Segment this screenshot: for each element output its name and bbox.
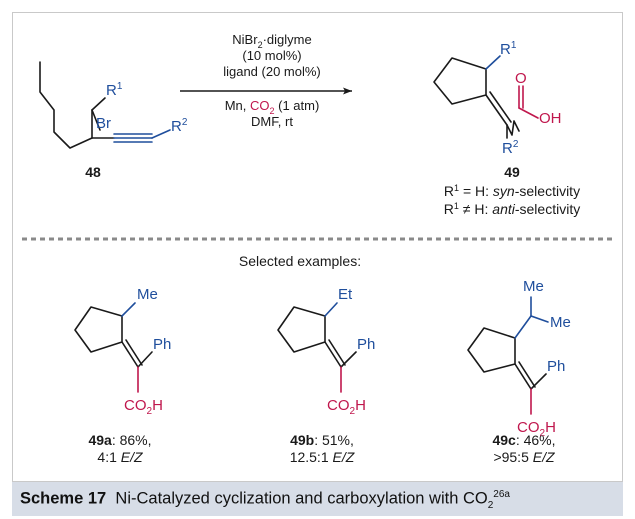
caption-subscript: 2 [487, 499, 494, 511]
caption-scheme-label: Scheme 17 [20, 489, 107, 508]
svg-text:49a: 86%,: 49a: 86%, [88, 432, 151, 448]
svg-text:49c: 46%,: 49c: 46%, [492, 432, 555, 448]
svg-text:Mn, CO2 (1 atm): Mn, CO2 (1 atm) [225, 98, 320, 116]
svg-text:Ph: Ph [153, 336, 171, 353]
svg-text:CO2H: CO2H [517, 419, 556, 439]
svg-text:Me: Me [523, 278, 544, 295]
reactant-compound-number: 48 [85, 164, 101, 180]
svg-text:>95:5 E/Z: >95:5 E/Z [493, 449, 555, 465]
svg-text:CO2H: CO2H [124, 397, 163, 417]
product-r1-label: R1 [500, 40, 517, 58]
scheme-frame [12, 12, 623, 482]
caption-bar [12, 482, 623, 516]
product-compound-number: 49 [504, 164, 520, 180]
svg-text:Me: Me [137, 286, 158, 303]
svg-text:NiBr2·diglyme: NiBr2·diglyme [232, 32, 311, 50]
svg-text:Ph: Ph [547, 358, 565, 375]
caption-reference: 26a [493, 489, 510, 500]
scheme-caption: Scheme 17 Ni-Catalyzed cyclization and c… [20, 489, 510, 511]
example-49b: Et Ph CO2H 49b: 51%, 12.5:1 E/Z [277, 286, 375, 465]
svg-text:(10 mol%): (10 mol%) [242, 48, 301, 63]
svg-text:ligand (20 mol%): ligand (20 mol%) [223, 64, 321, 79]
reactant-r1-label: R1 [106, 81, 123, 99]
svg-text:CO2H: CO2H [327, 397, 366, 417]
svg-text:4:1 E/Z: 4:1 E/Z [97, 449, 143, 465]
product-r2-label: R2 [502, 139, 519, 157]
svg-text:Et: Et [338, 286, 353, 303]
svg-text:12.5:1 E/Z: 12.5:1 E/Z [290, 449, 355, 465]
svg-text:49b: 51%,: 49b: 51%, [290, 432, 354, 448]
svg-text:Ph: Ph [357, 336, 375, 353]
reactant-br-label: Br [96, 115, 111, 132]
product-o-label: O [515, 70, 527, 87]
reaction-conditions: NiBr2·diglyme (10 mol%) ligand (20 mol%)… [180, 32, 352, 129]
examples-header: Selected examples: [239, 253, 361, 269]
product-49-structure: R1 O OH R2 49 R1 = H: syn-selectivity R1… [433, 40, 580, 217]
svg-text:DMF, rt: DMF, rt [251, 114, 293, 129]
product-oh-label: OH [539, 110, 562, 127]
reactant-r2-label: R2 [171, 117, 188, 135]
example-49c: Me Me Ph CO2H 49c: 46%, >95:5 E/Z [467, 278, 571, 465]
product-note-anti: R1 ≠ H: anti-selectivity [444, 201, 580, 217]
product-note-syn: R1 = H: syn-selectivity [444, 183, 580, 199]
svg-text:Me: Me [550, 314, 571, 331]
example-49a: Me Ph CO2H 49a: 86%, 4:1 E/Z [74, 286, 171, 465]
caption-text: Ni-Catalyzed cyclization and carboxylati… [115, 489, 488, 508]
reactant-48-structure: R1 Br R2 48 [39, 61, 188, 180]
